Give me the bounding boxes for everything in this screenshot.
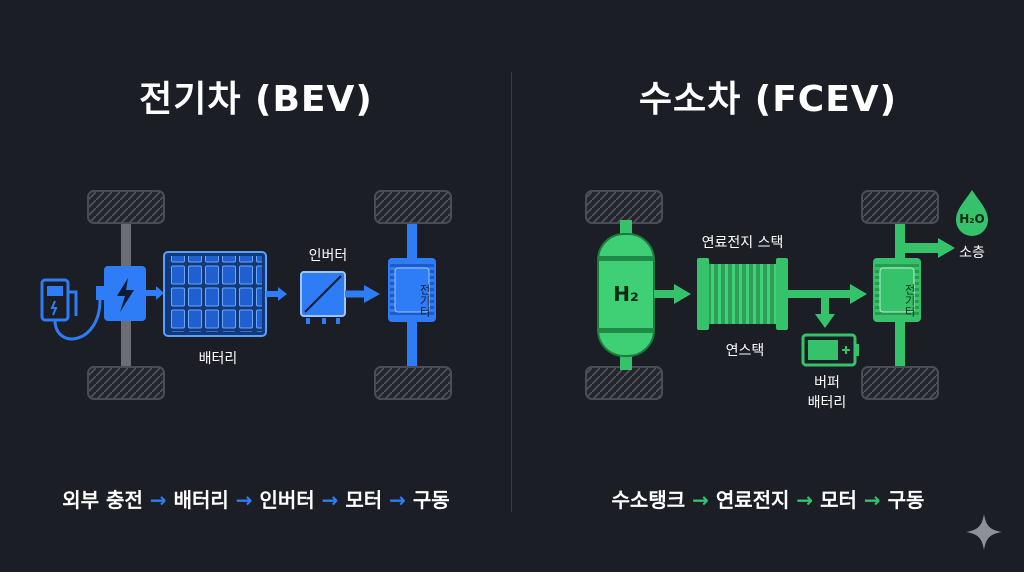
fcev-wheel-rear-right <box>861 366 939 400</box>
bev-title: 전기차 (BEV) <box>139 79 373 120</box>
water-label: H₂O <box>959 212 985 226</box>
fcev-wheel-front-left <box>585 190 663 224</box>
bev-wheel-rear-left <box>87 366 165 400</box>
battery-label: 배터리 <box>198 351 238 367</box>
fcev-motor <box>873 258 921 322</box>
bev-flow-step: 인버터 <box>259 488 315 512</box>
flow-arrow: → <box>149 488 167 512</box>
buffer-label-line1: 버퍼 <box>814 375 840 391</box>
inverter-box <box>300 271 346 324</box>
bev-motor-label: 전기터 <box>418 283 431 317</box>
bev-flow-step: 외부 충전 <box>62 488 143 512</box>
fcev-title: 수소차 (FCEV) <box>638 79 898 120</box>
fcev-flow-step: 연료전지 <box>715 488 790 512</box>
bev-wheel-front-left <box>87 190 165 224</box>
bev-battery-pack <box>163 251 267 337</box>
fcev-flow: 수소탱크 → 연료전지 → 모터 → 구동 <box>512 484 1024 513</box>
fcev-flow-step: 수소탱크 <box>611 488 686 512</box>
divider <box>511 72 512 512</box>
bev-motor <box>388 258 436 322</box>
bev-wheel-front-right <box>374 190 452 224</box>
fcev-wheel-front-right <box>861 190 939 224</box>
flow-arrow: → <box>692 488 709 512</box>
sparkle-logo-icon <box>966 514 1002 550</box>
fcev-wheel-rear-left <box>585 366 663 400</box>
stack-label: 연료전지 스택 <box>701 235 784 251</box>
fcev-motor-label: 전기터 <box>903 283 916 317</box>
flow-arrow: → <box>389 488 406 512</box>
flow-arrow: → <box>321 488 339 512</box>
flow-arrow: → <box>235 488 253 512</box>
bev-flow: 외부 충전 → 배터리 → 인버터 → 모터 → 구동 <box>0 484 512 513</box>
water-drop-icon <box>956 190 988 236</box>
charging-unit <box>104 266 146 321</box>
bev-flow-step: 구동 <box>412 488 450 512</box>
h2-label: H₂ <box>613 282 639 306</box>
bev-flow-step: 모터 <box>345 488 383 512</box>
fuel-cell-stack <box>697 258 788 330</box>
exhaust-label: 소층 <box>959 245 985 261</box>
fuel-pump-icon <box>40 278 102 341</box>
fcev-chassis <box>585 190 955 400</box>
buffer-battery <box>801 333 859 367</box>
flow-arrow: → <box>796 488 814 512</box>
stack-under-label: 연스택 <box>725 343 765 359</box>
inverter-label: 인버터 <box>308 248 348 264</box>
lightning-icon <box>117 278 134 312</box>
fcev-flow-step: 모터 <box>820 488 857 512</box>
bev-wheel-rear-right <box>374 366 452 400</box>
buffer-label-line2: 배터리 <box>807 395 847 411</box>
hydrogen-tank <box>597 220 655 370</box>
fcev-flow-step: 구동 <box>887 488 925 512</box>
bev-flow-step: 배터리 <box>173 488 229 512</box>
flow-arrow: → <box>863 488 881 512</box>
